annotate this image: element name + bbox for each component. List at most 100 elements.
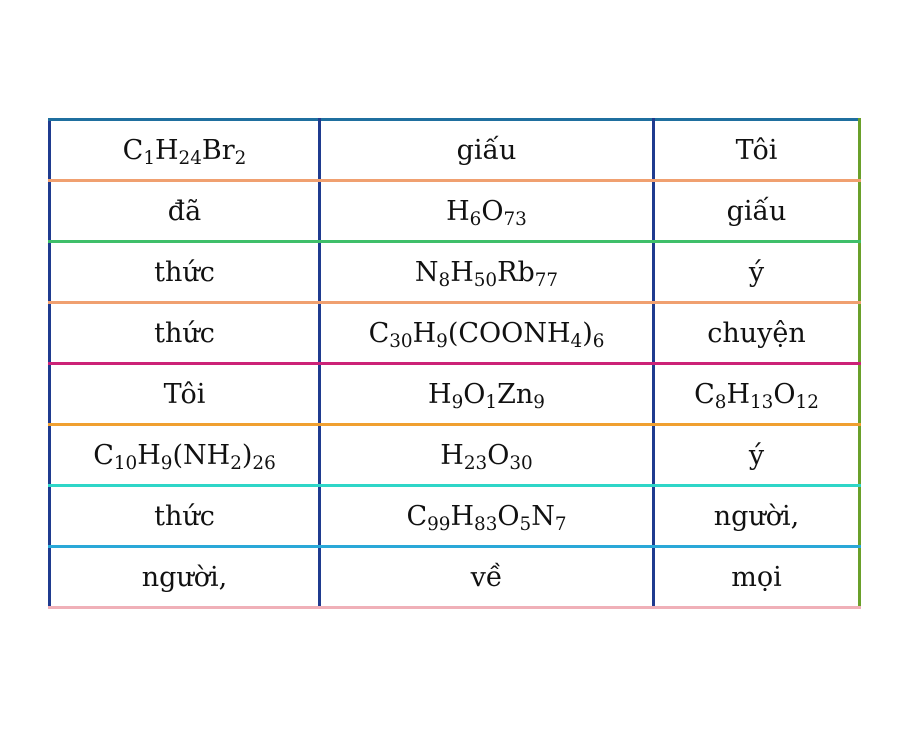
subscript-text: 5 [519, 513, 532, 535]
subscript-text: 9 [160, 452, 173, 474]
table-cell: C30H9(COONH4)6 [318, 301, 655, 365]
subscript-text: 23 [463, 452, 488, 474]
cell-text: O [487, 439, 510, 471]
cell-text: thức [154, 500, 215, 532]
subscript-text: 30 [389, 330, 413, 352]
cell-text: Tôi [735, 134, 778, 166]
table-row: người, về mọi [48, 545, 861, 609]
table-cell: C99H83O5N7 [318, 484, 655, 548]
cell-text: người, [713, 500, 800, 532]
subscript-text: 4 [570, 330, 583, 352]
table-cell: C8H13O12 [652, 362, 861, 426]
subscript-text: 6 [592, 330, 605, 352]
table-cell: giấu [652, 179, 861, 243]
subscript-text: 26 [252, 452, 276, 474]
cell-text: giấu [726, 195, 787, 227]
subscript-text: 13 [750, 391, 774, 413]
table-cell: mọi [652, 545, 861, 609]
cell-text: mọi [731, 561, 782, 593]
cell-text: H [450, 500, 475, 532]
table-cell: giấu [318, 118, 655, 182]
cell-text: H [428, 378, 452, 410]
cell-text: Rb [497, 256, 535, 288]
cell-text: N [414, 256, 439, 288]
cell-text: H [440, 439, 464, 471]
cell-text: C [406, 500, 428, 532]
table-cell: N8H50Rb77 [318, 240, 655, 304]
cell-text: C [122, 134, 144, 166]
table-row: C1H24Br2 giấu Tôi [48, 118, 861, 182]
cell-text: Br [201, 134, 235, 166]
cell-text: ý [748, 439, 765, 471]
cell-text: H [155, 134, 179, 166]
subscript-text: 73 [503, 208, 527, 230]
table-cell: H9O1Zn9 [318, 362, 655, 426]
cell-text: H [726, 378, 750, 410]
table-cell: ý [652, 423, 861, 487]
cell-text: O [463, 378, 486, 410]
table-cell: Tôi [48, 362, 321, 426]
subscript-text: 9 [436, 330, 448, 352]
subscript-text: 10 [113, 452, 138, 474]
cell-text: ) [241, 439, 253, 471]
cell-text: đã [167, 195, 202, 227]
subscript-text: 24 [178, 147, 202, 169]
table-cell: chuyện [652, 301, 861, 365]
table-row: thức C99H83O5N7 người, [48, 484, 861, 548]
table-cell: đã [48, 179, 321, 243]
subscript-text: 9 [533, 391, 545, 413]
cell-text: H [412, 317, 437, 349]
cell-text: N [531, 500, 555, 532]
subscript-text: 30 [509, 452, 533, 474]
subscript-text: 83 [474, 513, 498, 535]
table-row: thức N8H50Rb77 ý [48, 240, 861, 304]
subscript-text: 77 [534, 269, 559, 291]
cell-text: O [481, 195, 504, 227]
cell-text: H [450, 256, 474, 288]
cell-text: C [368, 317, 390, 349]
cell-text: chuyện [707, 317, 806, 349]
subscript-text: 8 [714, 391, 727, 413]
subscript-text: 6 [469, 208, 482, 230]
cell-text: O [773, 378, 796, 410]
table-cell: người, [652, 484, 861, 548]
table-cell: C1H24Br2 [48, 118, 321, 182]
subscript-text: 8 [438, 269, 451, 291]
cell-text: thức [154, 317, 215, 349]
cell-text: H [446, 195, 470, 227]
cell-text: người, [141, 561, 228, 593]
cell-text: H [137, 439, 161, 471]
cell-text: giấu [456, 134, 517, 166]
table-cell: thức [48, 301, 321, 365]
subscript-text: 12 [795, 391, 819, 413]
subscript-text: 1 [143, 147, 155, 169]
cell-text: C [93, 439, 114, 471]
table-cell: ý [652, 240, 861, 304]
cell-text: ý [748, 256, 765, 288]
cell-text: Zn [497, 378, 534, 410]
cell-text: về [470, 561, 503, 593]
cell-text: (COONH [447, 317, 571, 349]
cell-text: (NH [172, 439, 231, 471]
subscript-text: 1 [485, 391, 498, 413]
cell-text: Tôi [163, 378, 206, 410]
subscript-text: 99 [427, 513, 451, 535]
table-cell: C10H9(NH2)26 [48, 423, 321, 487]
table-cell: thức [48, 484, 321, 548]
cell-text: ) [582, 317, 593, 349]
subscript-text: 2 [230, 452, 242, 474]
table-cell: thức [48, 240, 321, 304]
subscript-text: 7 [554, 513, 567, 535]
subscript-text: 50 [473, 269, 498, 291]
table-cell: H6O73 [318, 179, 655, 243]
cell-text: thức [154, 256, 215, 288]
table-cell: người, [48, 545, 321, 609]
table-cell: H23O30 [318, 423, 655, 487]
table-cell: về [318, 545, 655, 609]
table-row: thức C30H9(COONH4)6 chuyện [48, 301, 861, 365]
table-row: đã H6O73 giấu [48, 179, 861, 243]
